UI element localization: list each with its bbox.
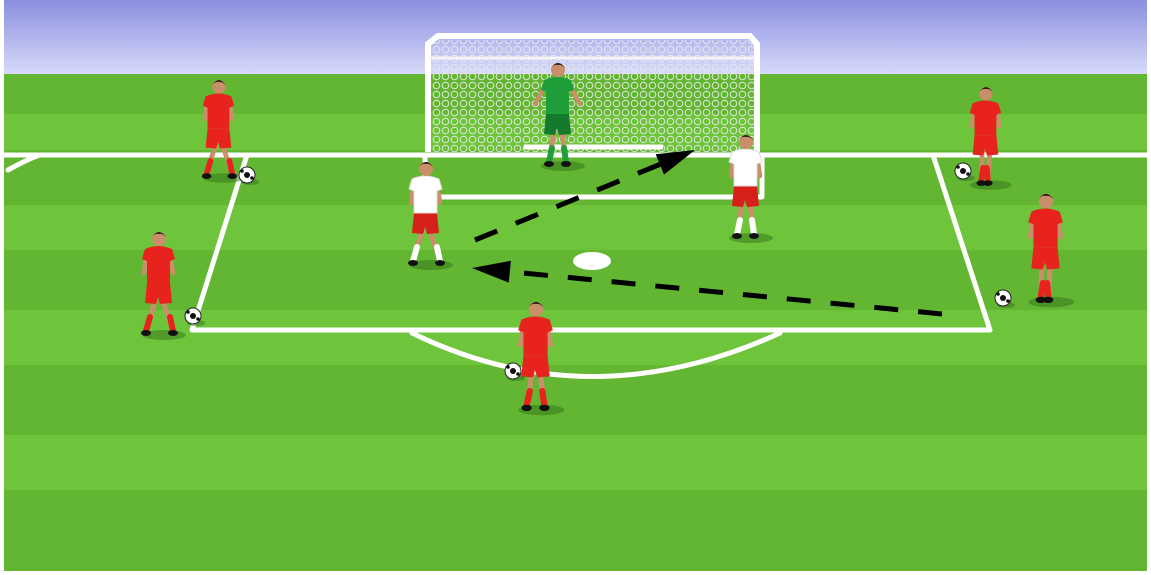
grass-stripe	[4, 490, 1147, 571]
player-head	[979, 87, 992, 100]
player-head	[1039, 194, 1054, 209]
penalty-spot	[573, 252, 611, 270]
player-shirt	[729, 149, 762, 186]
player-head	[551, 63, 565, 77]
player-head	[739, 135, 753, 149]
player-head	[152, 232, 166, 246]
goal-net	[428, 36, 757, 152]
player-head	[212, 80, 225, 93]
player-shirt	[409, 176, 442, 213]
player-head	[529, 302, 544, 317]
player-head	[419, 162, 433, 176]
